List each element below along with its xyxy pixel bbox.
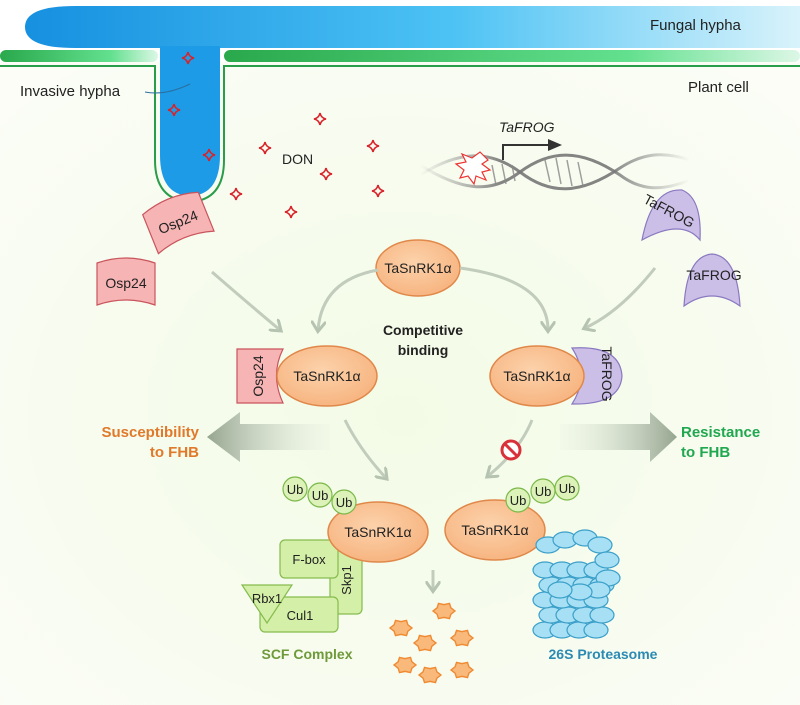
svg-text:TaFROG: TaFROG xyxy=(599,346,615,401)
protein-fragment-icon xyxy=(417,666,443,684)
susceptibility-arrow xyxy=(207,412,330,462)
proteasome-subunit xyxy=(589,606,615,624)
svg-text:Osp24: Osp24 xyxy=(105,275,146,291)
protein-fragment-icon xyxy=(449,629,475,647)
rbx1 xyxy=(240,584,294,625)
don-star-icon xyxy=(319,167,333,181)
fungal-hypha xyxy=(25,6,800,48)
svg-text:Ub: Ub xyxy=(287,482,304,497)
scf-complex-label: SCF Complex xyxy=(261,646,352,662)
don-star-icon xyxy=(167,103,181,117)
ubiquitin: Ub xyxy=(554,475,580,501)
competitive-binding-label-2: binding xyxy=(398,342,449,358)
protein-fragment-icon xyxy=(392,656,418,674)
svg-text:Cul1: Cul1 xyxy=(287,608,314,623)
svg-text:TaSnRK1α: TaSnRK1α xyxy=(293,368,360,384)
svg-text:Rbx1: Rbx1 xyxy=(252,591,282,606)
svg-text:Skp1: Skp1 xyxy=(339,565,354,595)
plant-cell-background xyxy=(0,62,800,705)
tafrog-protein-2: TaFROG xyxy=(683,253,742,308)
don-star-icon xyxy=(371,184,385,198)
don-star-icon xyxy=(313,112,327,126)
susceptibility-label-2: to FHB xyxy=(150,444,199,461)
tafrog-protein-1: TaFROG xyxy=(641,189,701,242)
don-star-icon xyxy=(181,51,195,65)
invasive-hypha xyxy=(160,46,220,196)
ubiquitin: Ub xyxy=(307,482,333,508)
cell-wall-right xyxy=(224,50,800,62)
dna-helix xyxy=(419,153,691,191)
don-star-icon xyxy=(366,139,380,153)
svg-text:TaSnRK1α: TaSnRK1α xyxy=(344,524,411,540)
proteasome-26s xyxy=(532,529,621,639)
fbox xyxy=(279,539,339,579)
invasive-hypha-leader-line xyxy=(144,83,191,94)
don-star-icon xyxy=(284,205,298,219)
don-toxin-group xyxy=(167,51,385,219)
protein-fragment-icon xyxy=(449,661,475,679)
scf-complex: Skp1 F-box Cul1 Rbx1 xyxy=(240,539,363,633)
resistance-label-2: to FHB xyxy=(681,444,730,461)
osp24-free: Osp24 xyxy=(96,257,156,306)
don-star-icon xyxy=(202,148,216,162)
ubiquitin: Ub xyxy=(282,476,308,502)
svg-text:TaSnRK1α: TaSnRK1α xyxy=(503,368,570,384)
svg-text:Osp24: Osp24 xyxy=(250,355,266,396)
proteasome-subunit xyxy=(587,536,613,554)
osp24-secreted: Osp24 xyxy=(141,191,215,255)
svg-text:F-box: F-box xyxy=(292,552,326,567)
ubiquitin: Ub xyxy=(331,489,357,515)
don-star-icon xyxy=(229,187,243,201)
svg-text:Ub: Ub xyxy=(535,484,552,499)
invasive-hypha-label: Invasive hypha xyxy=(20,83,121,100)
ubiquitin: Ub xyxy=(505,487,531,513)
don-star-icon xyxy=(258,141,272,155)
proteasome-label: 26S Proteasome xyxy=(549,646,658,662)
plant-cell-label: Plant cell xyxy=(688,79,749,96)
proteasome-subunit xyxy=(594,551,620,569)
damage-burst-icon xyxy=(454,151,492,186)
tasnrk1a-tafrog-complex: TaSnRK1α TaFROG xyxy=(489,345,623,407)
svg-text:Ub: Ub xyxy=(336,495,353,510)
susceptibility-label-1: Susceptibility xyxy=(101,424,199,441)
svg-text:TaFROG: TaFROG xyxy=(686,267,741,283)
tasnrk1a-bound-tafrog xyxy=(489,345,585,407)
prohibition-icon xyxy=(500,439,522,461)
don-label: DON xyxy=(282,151,313,167)
proteasome-subunit xyxy=(583,621,609,639)
transcription-arrowhead-icon xyxy=(548,139,562,151)
osp24-tasnrk1a-complex: Osp24 TaSnRK1α xyxy=(236,345,378,407)
tasnrk1a-scf-bound xyxy=(327,501,429,563)
cell-wall-left xyxy=(0,50,158,62)
tafrog-gene-label: TaFROG xyxy=(499,119,555,135)
protein-fragment-icon xyxy=(412,634,438,652)
resistance-label-1: Resistance xyxy=(681,424,760,441)
transcription-start-arrow xyxy=(502,144,550,160)
svg-text:Ub: Ub xyxy=(312,488,329,503)
svg-text:TaSnRK1α: TaSnRK1α xyxy=(384,260,451,276)
resistance-arrow xyxy=(560,412,677,462)
competitive-binding-label-1: Competitive xyxy=(383,322,463,338)
tasnrk1a-free: TaSnRK1α xyxy=(375,239,461,297)
svg-text:TaSnRK1α: TaSnRK1α xyxy=(461,522,528,538)
cul1 xyxy=(259,596,339,633)
svg-text:Ub: Ub xyxy=(559,481,576,496)
tasnrk1a-bound-osp24 xyxy=(276,345,378,407)
tasnrk1a-proteasome-bound xyxy=(444,499,546,561)
protein-fragment-icon xyxy=(431,602,457,620)
svg-text:Ub: Ub xyxy=(510,493,527,508)
fungal-hypha-label: Fungal hypha xyxy=(650,17,742,34)
ubiquitin: Ub xyxy=(530,478,556,504)
protein-fragment-icon xyxy=(388,619,414,637)
proteasome-subunit xyxy=(547,581,573,599)
degraded-fragments xyxy=(388,602,475,684)
